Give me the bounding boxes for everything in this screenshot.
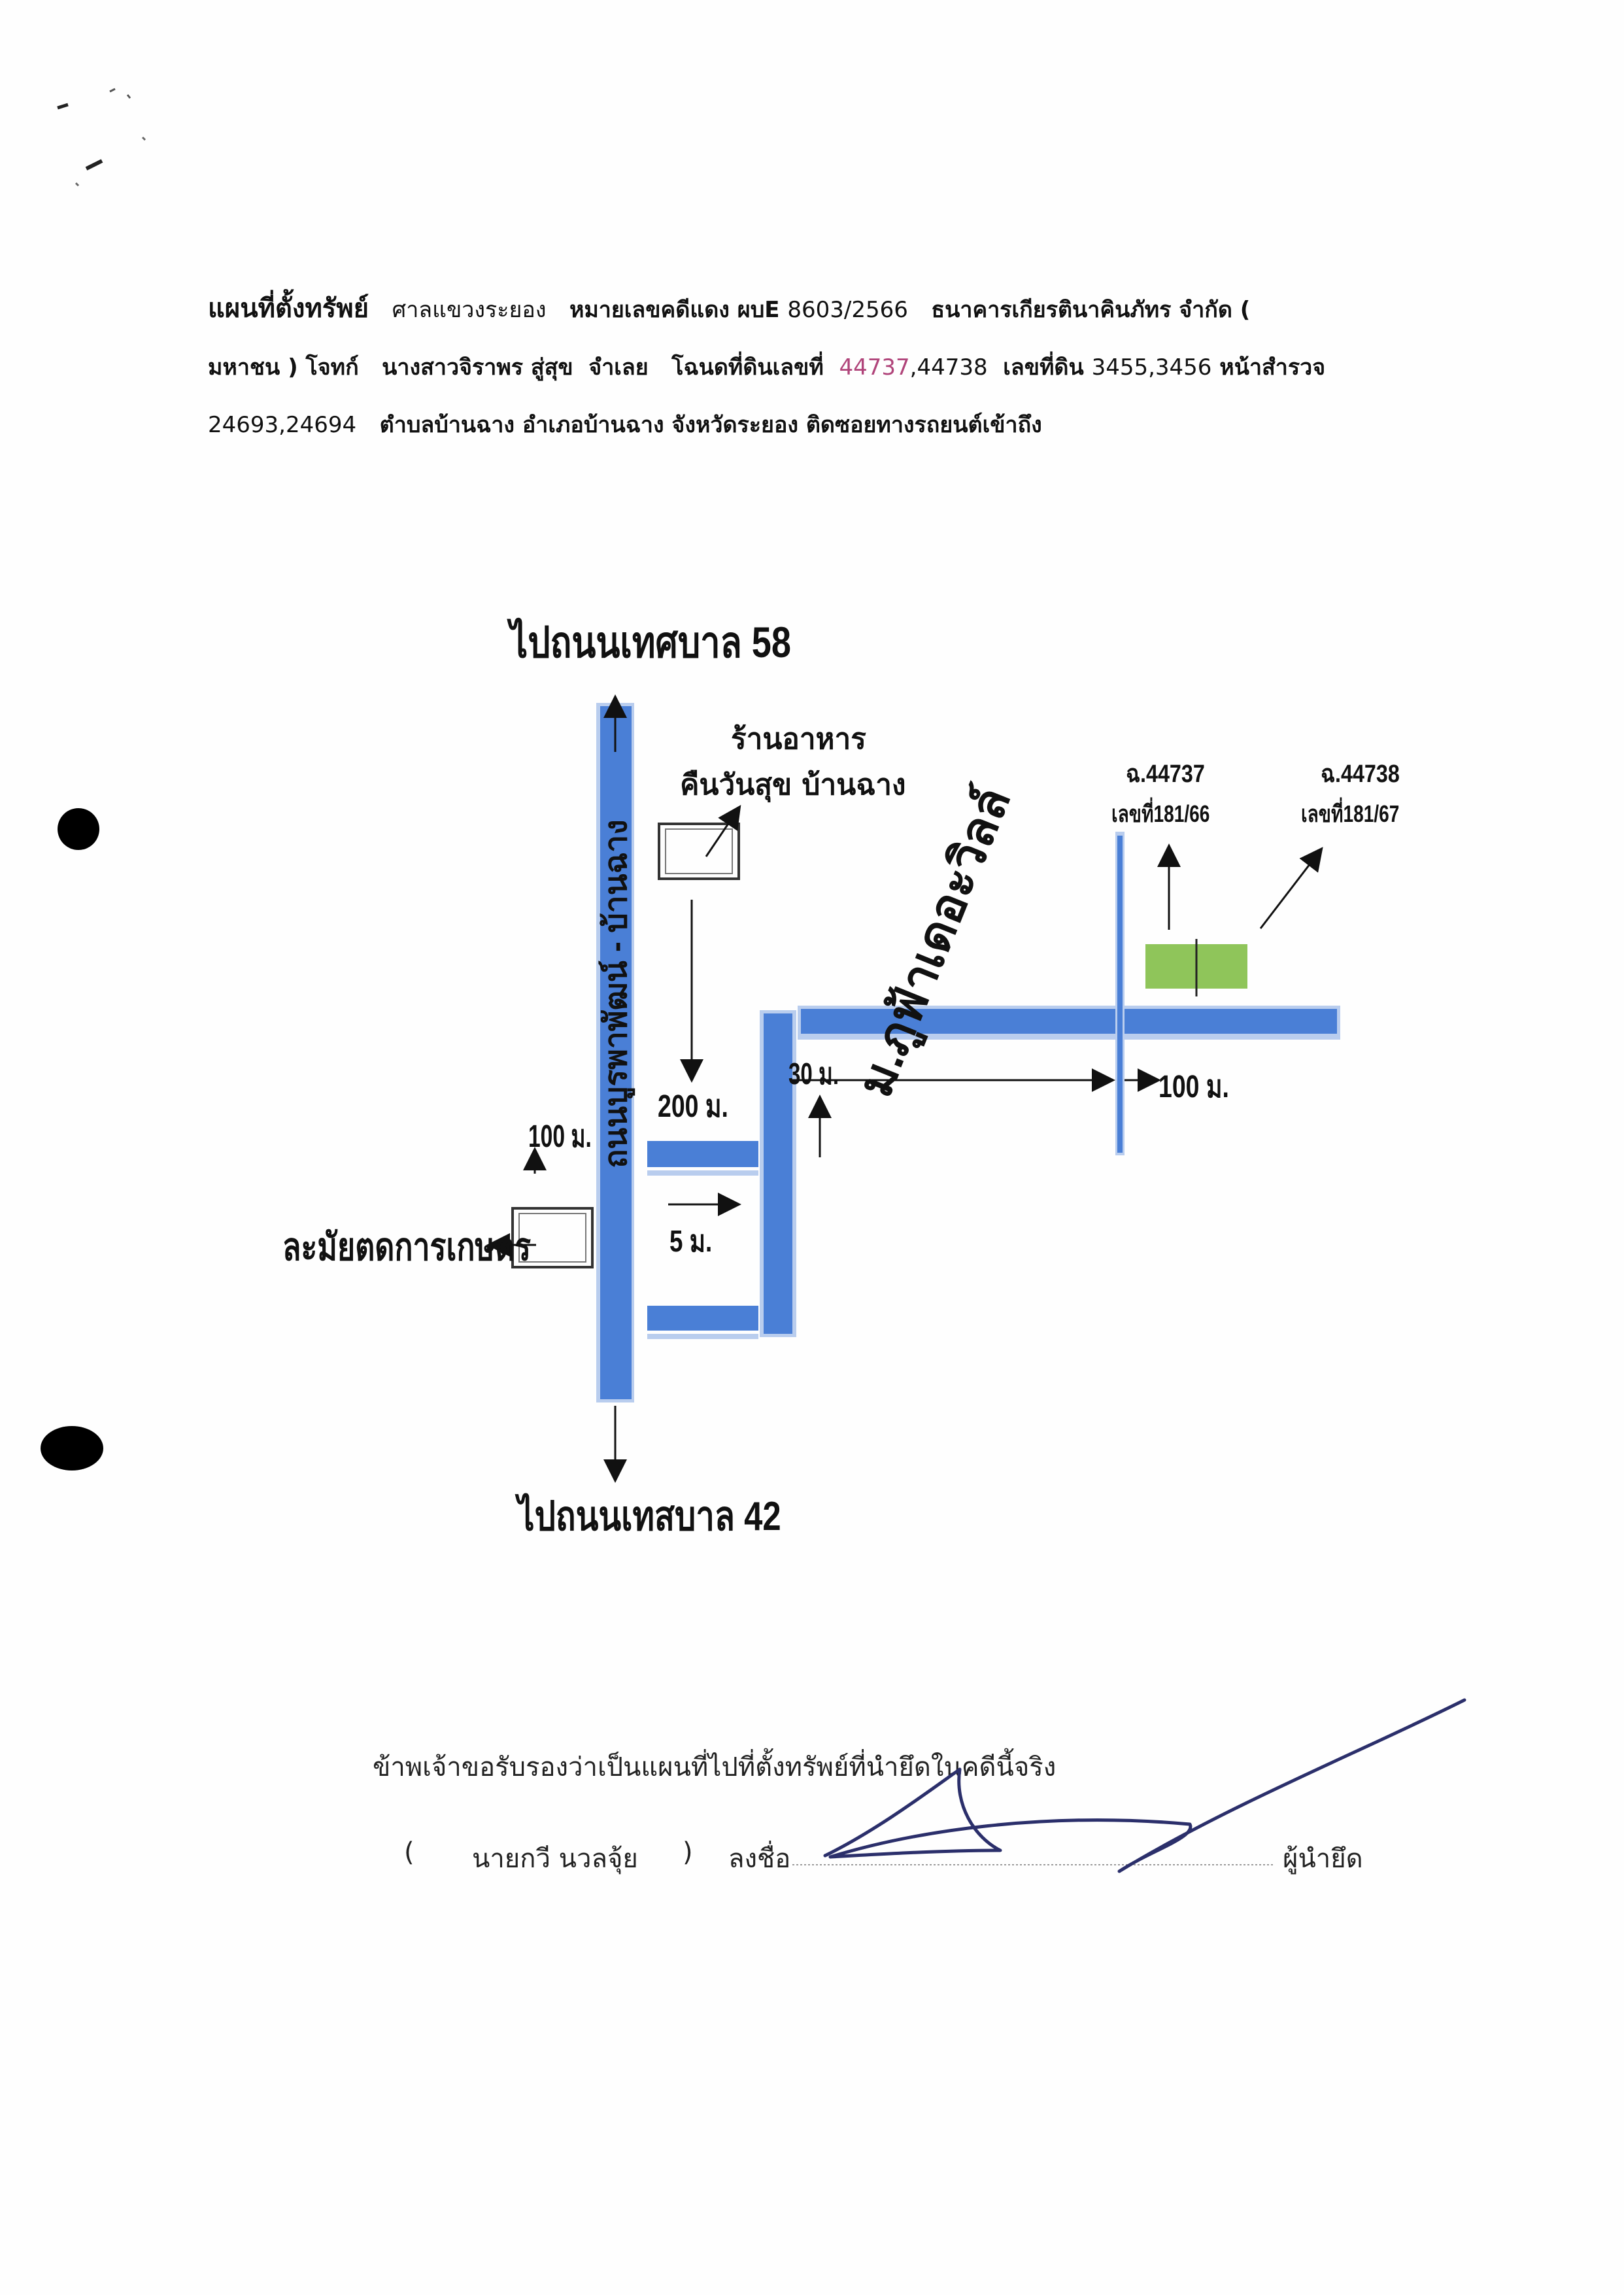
distance-100m-left: 100 ม. xyxy=(528,1119,592,1154)
deed-number-b: ,44738 xyxy=(909,354,988,381)
branch-road-upper-edge xyxy=(647,1170,758,1176)
distance-200m: 200 ม. xyxy=(658,1089,728,1124)
land-number-label: เลขที่ดิน xyxy=(1003,354,1084,381)
plot-b-deed-label: ฉ.44738 xyxy=(1321,760,1400,788)
connector-road xyxy=(764,1013,792,1334)
defendant-label: จำเลย xyxy=(588,354,649,381)
plaintiff-name: ธนาคารเกียรตินาคินภัทร จำกัด ( xyxy=(931,297,1251,323)
restaurant-box xyxy=(658,823,740,880)
plaintiff-label: โจทก์ xyxy=(305,354,359,381)
restaurant-box-inner xyxy=(665,828,733,874)
punch-hole-upper xyxy=(58,808,99,850)
signature-image xyxy=(823,1698,1466,1873)
defendant-name: นางสาวจิราพร สู่สุข xyxy=(382,354,573,381)
farm-shop-label: ละมัยตดการเกษตร xyxy=(282,1226,532,1268)
header-line-1: แผนที่ตั้งทรัพย์ ศาลแขวงระยอง หมายเลขคดี… xyxy=(208,280,1450,339)
land-number: 3455,3456 xyxy=(1091,354,1212,381)
main-road xyxy=(600,706,632,1399)
sign-label: ลงชื่อ xyxy=(728,1844,791,1874)
header-block: แผนที่ตั้งทรัพย์ ศาลแขวงระยอง หมายเลขคดี… xyxy=(208,280,1450,454)
farm-shop-box-inner xyxy=(518,1213,586,1263)
certification-statement: ข้าพเจ้าขอรับรองว่าเป็นแผนที่ไปที่ตั้งทร… xyxy=(373,1752,1057,1782)
plaintiff-name-tail: มหาชน ) xyxy=(208,354,298,381)
speck-2 xyxy=(109,88,116,93)
signer-open-paren: ( xyxy=(404,1837,414,1867)
plot-b-house-label: เลขที่181/67 xyxy=(1301,800,1400,827)
survey-number: 24693,24694 xyxy=(208,412,357,438)
deed-number-a: 44737 xyxy=(839,354,910,381)
map-title: แผนที่ตั้งทรัพย์ xyxy=(208,294,369,324)
header-line-2: มหาชน ) โจทก์ นางสาวจิราพร สู่สุข จำเลย … xyxy=(208,339,1450,396)
speck-4 xyxy=(85,159,103,171)
header-line-3: 24693,24694 ตำบลบ้านฉาง อำเภอบ้านฉาง จัง… xyxy=(208,396,1450,454)
side-lane xyxy=(1117,836,1123,1153)
deed-label: โฉนดที่ดินเลขที่ xyxy=(671,354,824,381)
restaurant-label-line-2: คืนวันสุข บ้านฉาง xyxy=(680,768,906,802)
signer-close-paren: ) xyxy=(683,1837,693,1867)
to-north-label: ไปถนนเทศบาล 58 xyxy=(510,618,792,666)
to-south-label: ไปถนนเทสบาล 42 xyxy=(518,1494,781,1539)
arrow-restaurant xyxy=(705,805,741,857)
case-number: 8603/2566 xyxy=(787,297,908,323)
court-name: ศาลแขวงระยอง xyxy=(392,297,547,323)
arrow-plot-b xyxy=(1259,847,1323,929)
distance-100m-right: 100 ม. xyxy=(1159,1070,1229,1104)
plot-a-deed-label: ฉ.44737 xyxy=(1126,760,1205,788)
speck-1 xyxy=(57,103,69,110)
branch-road-upper xyxy=(647,1141,758,1167)
branch-road-lower-edge xyxy=(647,1334,758,1339)
branch-road-lower xyxy=(647,1306,758,1331)
case-label: หมายเลขคดีแดง xyxy=(569,297,730,323)
speck-3 xyxy=(126,94,131,99)
speck-5 xyxy=(75,182,80,187)
soi-road xyxy=(801,1009,1337,1034)
property-location: ตำบลบ้านฉาง อำเภอบ้านฉาง จังหวัดระยอง ติ… xyxy=(379,412,1042,438)
plot-a-house-label: เลขที่181/66 xyxy=(1111,800,1210,827)
farm-shop-box xyxy=(511,1207,594,1268)
distance-5m: 5 ม. xyxy=(669,1224,713,1258)
survey-label: หน้าสำรวจ xyxy=(1219,354,1326,381)
speck-6 xyxy=(141,136,146,141)
punch-hole-lower xyxy=(41,1426,103,1470)
restaurant-label-line-1: ร้านอาหาร xyxy=(731,722,866,756)
case-prefix: ผบE xyxy=(737,297,780,323)
distance-30m: 30 ม. xyxy=(788,1057,839,1091)
signer-role: ผู้นำยึด xyxy=(1283,1844,1363,1874)
signer-name: นายกวี นวลจุ้ย xyxy=(472,1844,638,1874)
